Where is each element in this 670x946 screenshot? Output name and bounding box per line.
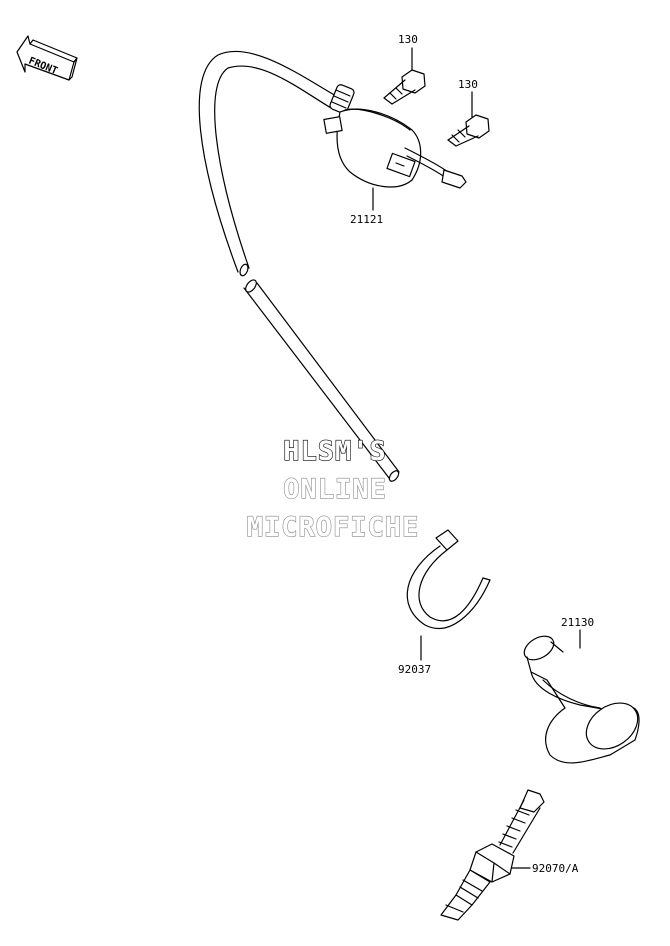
watermark-line-3: MICROFICHE [247, 512, 420, 543]
front-arrow-icon: FRONT [16, 35, 78, 81]
watermark-line-2: ONLINE [283, 474, 387, 505]
part-number-coil: 21121 [350, 213, 383, 226]
plug-cap-icon [523, 635, 640, 764]
ht-lead-upper [198, 50, 337, 277]
watermark-line-1: HLSM'S [283, 436, 387, 467]
part-number-bolt-b: 130 [458, 78, 478, 91]
clamp-icon [406, 529, 491, 629]
part-number-clamp: 92037 [398, 663, 431, 676]
spark-plug-icon [440, 789, 545, 921]
part-number-plug-cap: 21130 [561, 616, 594, 629]
bolt-b-icon [447, 114, 490, 147]
bolt-a-icon [383, 69, 426, 105]
ignition-coil [323, 84, 467, 189]
ht-lead-lower [243, 279, 400, 482]
part-number-bolt-a: 130 [398, 33, 418, 46]
part-number-spark-plug: 92070/A [532, 862, 579, 875]
